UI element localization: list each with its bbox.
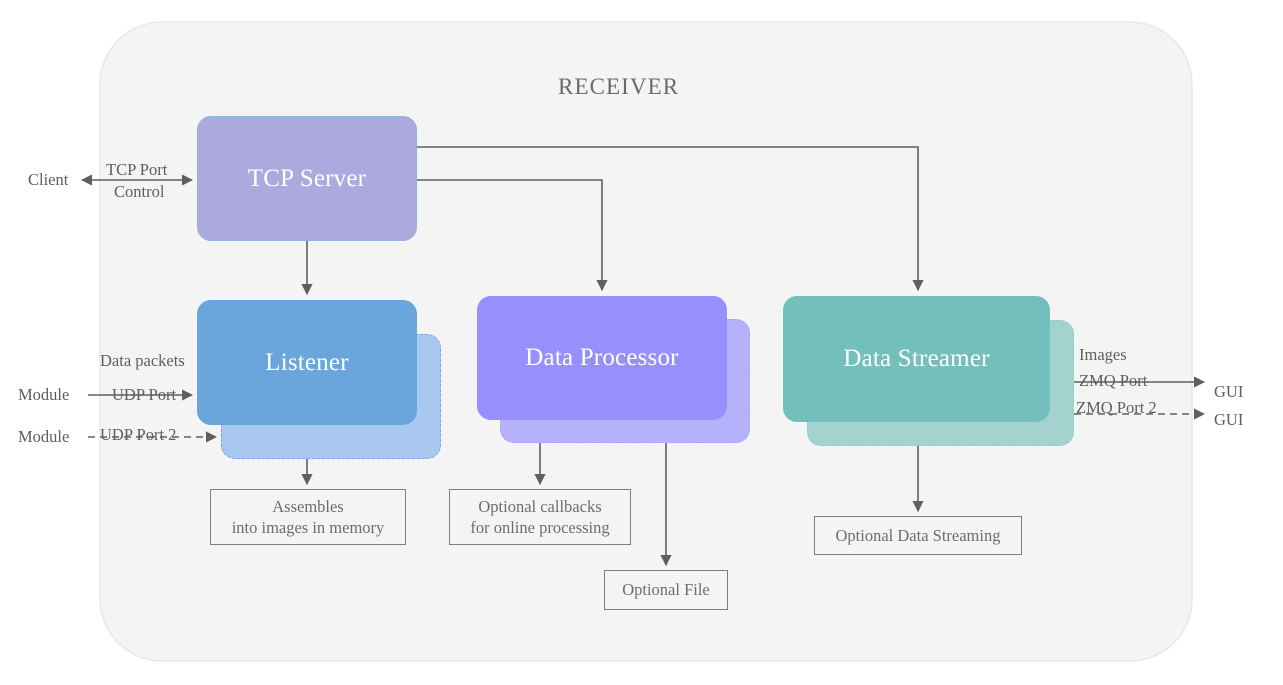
edge-label-udp-port: UDP Port [112,385,177,404]
edge-label-udp-port-2: UDP Port 2 [100,425,177,444]
node-data-streamer-label: Data Streamer [843,345,990,372]
output-optional-callbacks-line2: for online processing [470,518,610,537]
endpoint-gui-2: GUI [1214,410,1244,429]
endpoint-module-2: Module [18,427,70,446]
edge-label-zmq-port-2: ZMQ Port 2 [1076,398,1157,417]
output-optional-callbacks-line1: Optional callbacks [478,496,602,516]
node-data-streamer[interactable]: Data Streamer [783,296,1050,422]
edge-label-tcp-port: TCP Port [106,160,168,179]
output-assembles-line2: into images in memory [231,518,385,537]
output-optional-file[interactable]: Optional File [604,570,728,610]
node-listener[interactable]: Listener [197,300,417,425]
output-assembles[interactable]: Assembles into images in memory [210,489,406,545]
node-data-processor[interactable]: Data Processor [477,296,727,420]
edge-label-zmq-port: ZMQ Port [1079,371,1148,390]
edge-tcp-streamer [417,146,924,292]
output-optional-callbacks[interactable]: Optional callbacks for online processing [449,489,631,545]
node-tcp-server-label: TCP Server [247,164,367,192]
endpoint-client: Client [28,170,69,189]
endpoint-module-1: Module [18,385,70,404]
output-optional-file-label: Optional File [622,580,710,600]
node-tcp-server[interactable]: TCP Server [197,116,417,241]
output-assembles-line1: Assembles [272,496,344,516]
endpoint-gui-1: GUI [1214,382,1244,401]
edge-tcp-processor [417,179,608,292]
edge-label-images: Images [1079,345,1127,364]
output-optional-data-streaming[interactable]: Optional Data Streaming [814,516,1022,555]
edge-label-control: Control [114,182,165,201]
output-optional-data-streaming-label: Optional Data Streaming [835,525,1001,545]
edge-label-data-packets: Data packets [100,351,185,370]
node-listener-label: Listener [265,348,349,376]
diagram-title: RECEIVER [558,74,680,99]
node-data-processor-label: Data Processor [525,344,679,371]
